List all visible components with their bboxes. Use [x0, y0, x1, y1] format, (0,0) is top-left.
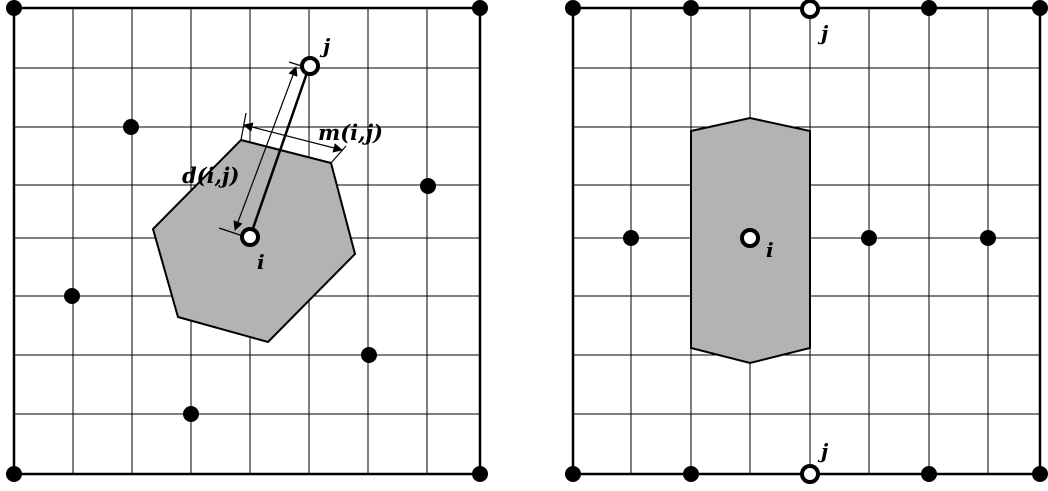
- label-i-left: i: [257, 250, 265, 274]
- node: [861, 230, 877, 246]
- node: [1032, 0, 1048, 16]
- node: [64, 288, 80, 304]
- node: [472, 466, 488, 482]
- label-i-right: i: [766, 238, 774, 262]
- node: [921, 466, 937, 482]
- node: [6, 466, 22, 482]
- label-j-bottom: j: [817, 439, 829, 463]
- left-frame: [12, 6, 482, 476]
- node-j-left: [300, 56, 320, 76]
- right-panel: j i j: [565, 0, 1048, 484]
- node: [472, 0, 488, 16]
- node: [565, 466, 581, 482]
- node-j-bottom: [800, 464, 820, 484]
- label-j-left: j: [319, 34, 331, 58]
- node: [921, 0, 937, 16]
- label-j-top: j: [817, 21, 829, 45]
- node: [361, 347, 377, 363]
- left-panel: j i d(i,j) m(i,j): [6, 0, 488, 482]
- node: [683, 466, 699, 482]
- node-j-top: [800, 0, 820, 19]
- node: [420, 178, 436, 194]
- m-tick-right: [330, 145, 347, 164]
- node: [1032, 466, 1048, 482]
- node-i-left: [240, 227, 260, 247]
- label-d-ij: d(i,j): [182, 163, 239, 188]
- node-i-right: [740, 228, 760, 248]
- label-m-ij: m(i,j): [318, 120, 383, 145]
- m-arrow: [243, 122, 343, 153]
- node: [183, 406, 199, 422]
- node: [6, 0, 22, 16]
- node: [683, 0, 699, 16]
- node: [980, 230, 996, 246]
- node: [565, 0, 581, 16]
- node: [123, 119, 139, 135]
- node: [623, 230, 639, 246]
